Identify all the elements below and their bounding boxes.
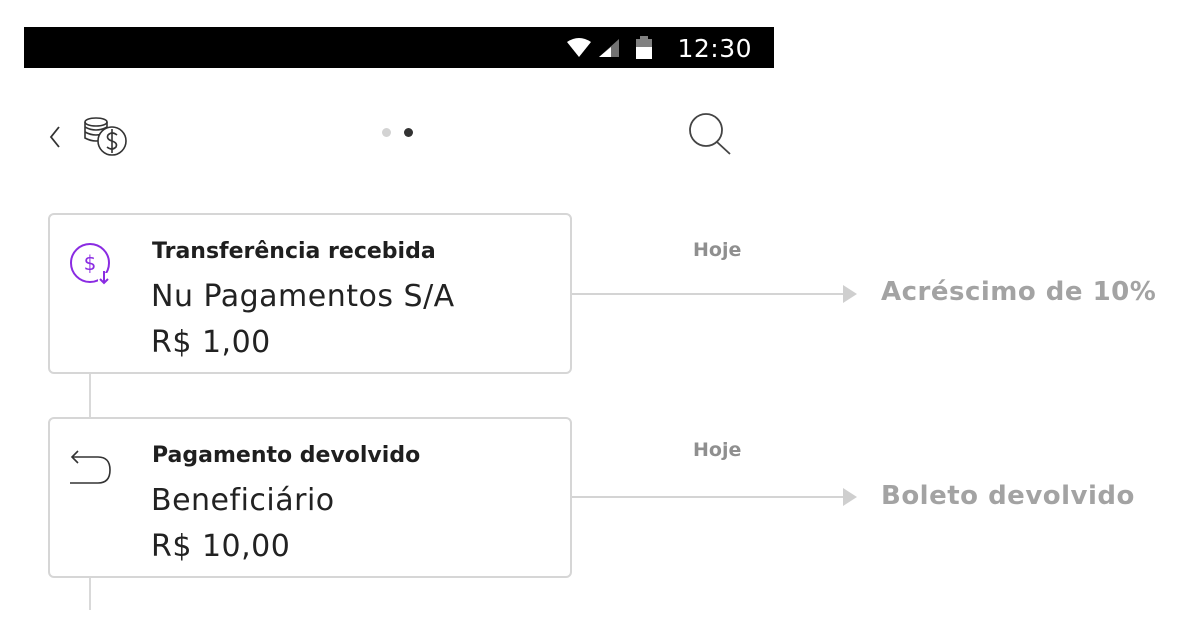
page-indicator	[382, 128, 413, 137]
transaction-card-refund[interactable]: Pagamento devolvido Beneficiário R$ 10,0…	[48, 417, 572, 578]
arrow-right-icon	[843, 488, 857, 506]
transaction-title: Transferência recebida	[152, 239, 436, 264]
status-bar: 12:30	[24, 27, 774, 68]
back-button[interactable]	[46, 121, 66, 153]
battery-icon	[636, 36, 652, 59]
page-dot-1[interactable]	[382, 128, 391, 137]
search-button[interactable]	[686, 110, 734, 158]
account-logo[interactable]	[80, 114, 130, 162]
svg-text:$: $	[84, 251, 97, 275]
page-dot-2[interactable]	[404, 128, 413, 137]
status-time: 12:30	[677, 34, 752, 63]
dollar-received-icon: $	[66, 239, 114, 287]
transaction-counterparty: Nu Pagamentos S/A	[151, 279, 455, 314]
coins-dollar-icon	[84, 117, 127, 156]
signal-icon	[599, 39, 619, 57]
annotation-label: Boleto devolvido	[881, 481, 1135, 511]
annotation-connector	[572, 496, 846, 498]
transaction-card-transfer[interactable]: $ Transferência recebida Nu Pagamentos S…	[48, 213, 572, 374]
annotation-connector	[572, 293, 846, 295]
transaction-date: Hoje	[693, 439, 742, 461]
annotation-label: Acréscimo de 10%	[881, 277, 1157, 307]
arrow-right-icon	[843, 285, 857, 303]
transaction-amount: R$ 10,00	[151, 529, 291, 564]
transaction-date: Hoje	[693, 239, 742, 261]
transaction-counterparty: Beneficiário	[151, 483, 335, 518]
transaction-amount: R$ 1,00	[151, 325, 271, 360]
wifi-icon	[567, 38, 591, 57]
status-icons	[566, 36, 656, 60]
transaction-title: Pagamento devolvido	[152, 443, 421, 468]
search-icon	[689, 113, 731, 155]
return-arrow-icon	[66, 441, 114, 489]
chevron-left-icon	[49, 126, 60, 148]
